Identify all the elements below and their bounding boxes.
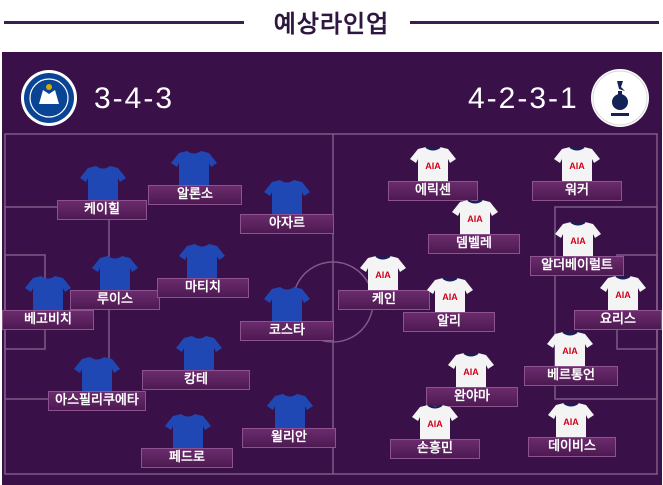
player-name: 베고비치	[2, 310, 94, 330]
home-shirt-icon	[92, 256, 138, 290]
away-shirt-icon: AIA	[547, 332, 593, 366]
tottenham-crest-icon	[591, 69, 649, 127]
player-name: 케인	[338, 290, 430, 310]
svg-text:AIA: AIA	[563, 417, 579, 427]
away-shirt-icon: AIA	[427, 278, 473, 312]
pitch: 3-4-3 4-2-3-1 케이힐 알론소 아자르 루이스	[2, 52, 662, 485]
player-name: 아스필리쿠에타	[48, 391, 146, 411]
svg-text:AIA: AIA	[463, 367, 479, 377]
svg-text:AIA: AIA	[467, 214, 483, 224]
player-name: 아자르	[240, 214, 334, 234]
svg-text:AIA: AIA	[442, 292, 458, 302]
svg-text:AIA: AIA	[562, 346, 578, 356]
home-shirt-icon	[176, 336, 222, 370]
title-line-right	[410, 21, 659, 24]
home-shirt-icon	[264, 180, 310, 214]
player-name: 윌리안	[242, 428, 336, 448]
away-shirt-icon: AIA	[600, 276, 646, 310]
away-shirt-icon: AIA	[410, 147, 456, 181]
player-name: 루이스	[70, 290, 160, 310]
home-shirt-icon	[171, 151, 217, 185]
player-name: 페드로	[141, 448, 233, 468]
svg-text:AIA: AIA	[570, 236, 586, 246]
away-shirt-icon: AIA	[448, 353, 494, 387]
player-name: 워커	[532, 181, 622, 201]
home-shirt-icon	[267, 394, 313, 428]
player-name: 손흥민	[390, 439, 480, 459]
player-name: 알론소	[148, 185, 242, 205]
player-name: 코스타	[240, 321, 334, 341]
home-shirt-icon	[80, 166, 126, 200]
player-name: 에릭센	[388, 181, 478, 201]
player-name: 캉테	[142, 370, 250, 390]
svg-text:AIA: AIA	[569, 161, 585, 171]
svg-text:AIA: AIA	[425, 161, 441, 171]
player-name: 알더베이럴트	[530, 256, 624, 276]
away-formation: 4-2-3-1	[468, 82, 579, 115]
away-shirt-icon: AIA	[360, 256, 406, 290]
home-formation: 3-4-3	[94, 82, 175, 115]
home-shirt-icon	[179, 244, 225, 278]
away-shirt-icon: AIA	[412, 405, 458, 439]
away-shirt-icon: AIA	[554, 147, 600, 181]
player-name: 베르통언	[524, 366, 618, 386]
header: 예상라인업	[0, 0, 663, 44]
away-shirt-icon: AIA	[548, 403, 594, 437]
home-shirt-icon	[165, 414, 211, 448]
title-line-left	[4, 21, 244, 24]
chelsea-crest-icon	[21, 70, 77, 126]
svg-text:AIA: AIA	[375, 270, 391, 280]
away-shirt-icon: AIA	[452, 200, 498, 234]
svg-text:AIA: AIA	[427, 419, 443, 429]
away-shirt-icon: AIA	[555, 222, 601, 256]
player-name: 마티치	[157, 278, 249, 298]
home-shirt-icon	[264, 287, 310, 321]
player-name: 케이힐	[57, 200, 147, 220]
player-name: 데이비스	[528, 437, 616, 457]
player-name: 뎀벨레	[428, 234, 520, 254]
svg-text:AIA: AIA	[615, 290, 631, 300]
player-name: 완야마	[426, 387, 518, 407]
home-shirt-icon	[25, 276, 71, 310]
player-name: 요리스	[574, 310, 662, 330]
page-title: 예상라인업	[273, 10, 390, 38]
home-shirt-icon	[74, 357, 120, 391]
player-name: 알리	[403, 312, 495, 332]
